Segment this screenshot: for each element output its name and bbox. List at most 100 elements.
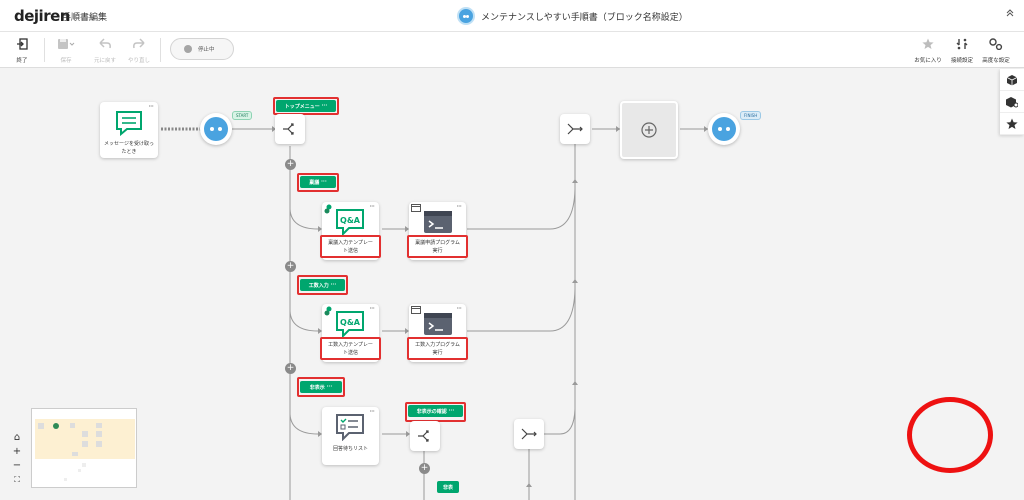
tag-menu-icon[interactable]: ··· [330,282,337,288]
qa-text: Q&A [340,318,361,327]
template-node-dept[interactable]: ··· Q&A 稟議入力テンプレート送信 [322,202,379,260]
branch-node[interactable] [410,421,440,451]
tag-menu-icon[interactable]: ··· [448,408,455,414]
collapse-header-button[interactable] [1006,9,1014,20]
block-add-button[interactable] [1000,91,1024,113]
advanced-settings-button[interactable]: 高度な設定 [978,36,1014,64]
minimap-preview [35,419,135,481]
node-label: 工数入力プログラム実行 [415,342,460,356]
connection-icon [956,38,968,50]
toolbar-divider [160,38,161,62]
flow-canvas[interactable]: ··· メッセージを受け取ったとき START トップメニュー ··· + 稟議… [0,69,1024,500]
toolbar-divider [44,38,45,62]
minimap[interactable] [31,408,137,488]
home-button[interactable]: ⌂ [13,432,21,443]
highlight-frame [297,275,348,295]
exit-label: 終了 [16,58,28,64]
redo-label: やり直し [127,58,150,64]
logo: dejiren [14,7,70,25]
favorites-panel-button[interactable] [1000,113,1024,135]
block-tag-absence-check[interactable]: 非表示の確認 ··· [408,405,463,417]
template-node-work[interactable]: ··· Q&A 工数入力テンプレート送信 [322,304,379,362]
exit-button[interactable]: 終了 [4,36,40,64]
finish-label: FINISH [740,111,762,120]
tag-label: 稟議 [309,179,320,186]
trigger-node[interactable]: ··· メッセージを受け取ったとき [100,102,158,158]
block-tag-bottom[interactable]: 非表 [437,481,459,493]
node-menu-icon[interactable]: ··· [456,202,462,211]
empty-step-slot[interactable] [620,101,678,159]
add-step-button[interactable]: + [285,363,296,374]
tag-label: 非表 [442,484,453,491]
add-step-button[interactable]: + [285,261,296,272]
terminal-icon [424,313,452,335]
tag-label: 非表示の確認 [416,408,447,415]
branch-icon [418,430,429,442]
dejiren-badge-icon [324,204,332,214]
node-label: 回答待ちリスト [332,446,368,452]
top-bar: dejiren 手順書編集 メンテナンスしやすい手順書（ブロック名称設定） [0,0,1024,32]
bot-icon [204,117,228,141]
flow-connectors [161,126,708,500]
annotation-circle-marker [907,397,993,473]
advanced-label: 高度な設定 [982,58,1010,64]
connection-settings-button[interactable]: 接続設定 [944,36,980,64]
highlight-frame [297,173,339,192]
redo-icon [133,38,145,49]
node-menu-icon[interactable]: ··· [369,407,375,416]
message-icon [116,111,142,136]
cube-icon [1006,74,1018,85]
node-menu-icon[interactable]: ··· [456,304,462,313]
node-menu-icon[interactable]: ··· [148,102,154,111]
highlight-frame [297,377,345,397]
zoom-controls: ⌂ + − ⛶ [10,431,24,487]
connection-label: 接続設定 [950,58,973,64]
terminal-icon [424,211,452,233]
add-step-button[interactable]: + [285,159,296,170]
add-circle-icon [641,122,657,138]
tag-menu-icon[interactable]: ··· [326,384,333,390]
gears-icon [989,38,1003,50]
fit-view-button[interactable]: ⛶ [14,475,20,484]
branch-node[interactable] [275,114,305,144]
favorite-button[interactable]: お気に入り [910,36,946,64]
undo-icon [99,38,111,49]
node-menu-icon[interactable]: ··· [369,202,375,211]
add-step-button[interactable]: + [419,463,430,474]
list-node[interactable]: ··· 回答待ちリスト [322,407,379,465]
node-label: 稟議申請プログラム実行 [415,240,460,254]
star-icon [922,38,934,49]
program-node-dept[interactable]: ··· 稟議申請プログラム実行 [409,202,466,260]
node-menu-icon[interactable]: ··· [369,304,375,313]
zoom-out-button[interactable]: − [12,460,22,471]
undo-button[interactable]: 元に戻す [87,36,123,64]
start-bot-node[interactable] [200,113,232,145]
block-tag-absence[interactable]: 非表示 ··· [300,381,342,393]
save-icon [58,39,75,49]
tag-label: 非表示 [309,384,325,391]
run-status-toggle[interactable]: 停止中 [170,38,234,60]
merge-node[interactable] [514,419,544,449]
highlight-frame [273,97,339,115]
tag-menu-icon[interactable]: ··· [321,103,328,109]
tag-menu-icon[interactable]: ··· [321,179,327,185]
exit-icon [17,38,28,50]
program-node-work[interactable]: ··· 工数入力プログラム実行 [409,304,466,362]
merge-node[interactable] [560,114,590,144]
document-title: メンテナンスしやすい手順書（ブロック名称設定） [481,12,688,23]
tag-label: トップメニュー [284,103,320,110]
node-label: 工数入力テンプレート送信 [328,342,373,356]
qa-text: Q&A [340,216,361,225]
save-button[interactable]: 保存 [48,36,84,64]
document-title-area: メンテナンスしやすい手順書（ブロック名称設定） [457,7,688,25]
zoom-in-button[interactable]: + [12,446,22,457]
window-badge-icon [411,306,421,314]
finish-bot-node[interactable] [708,113,740,145]
block-tag-work[interactable]: 工数入力 ··· [300,279,345,291]
block-tag-dept[interactable]: 稟議 ··· [300,176,336,188]
side-panel [1000,69,1024,135]
block-tag-top-menu[interactable]: トップメニュー ··· [276,100,336,112]
block-library-button[interactable] [1000,69,1024,91]
redo-button[interactable]: やり直し [121,36,157,64]
star-icon [1006,118,1018,129]
